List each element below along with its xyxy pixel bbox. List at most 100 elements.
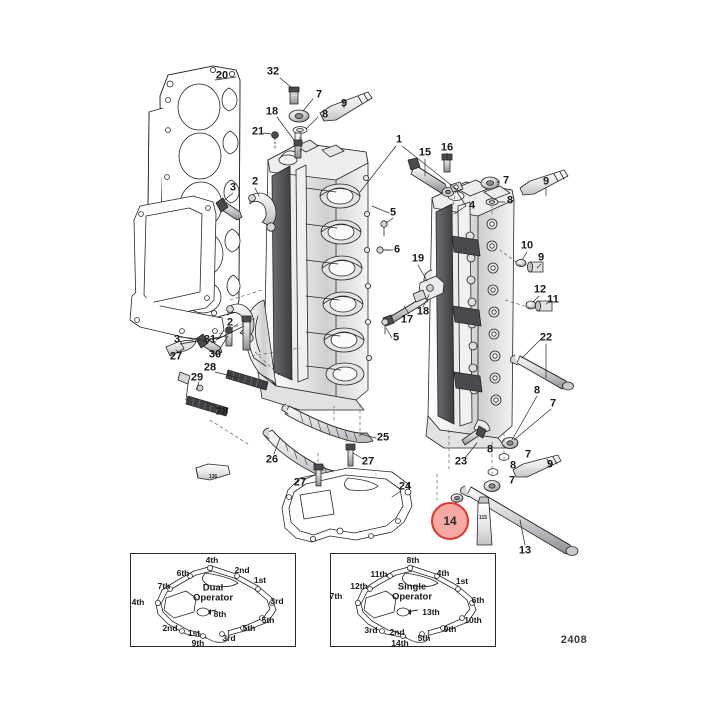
right-manifold-column — [423, 179, 515, 449]
part-25-curved-rail — [281, 403, 374, 443]
dual-operator-ordinal-8th: 8th — [213, 608, 227, 619]
callout-7: 7 — [549, 397, 557, 410]
part-27-bracket — [165, 340, 197, 357]
dual-operator-ordinal-7th: 7th — [157, 580, 171, 591]
part-3-bolt-upper — [215, 197, 243, 221]
callout-9: 9 — [340, 97, 348, 110]
dual-operator-ordinal-9th: 9th — [191, 637, 205, 648]
single-operator-ordinal-11th: 11th — [370, 568, 388, 579]
figure-number: 2408 — [560, 634, 588, 646]
callout-9: 9 — [537, 251, 545, 264]
dual-operator-ordinal-4th: 4th — [205, 554, 219, 565]
callout-23: 23 — [454, 455, 468, 468]
part-9-sealant-tube-top — [319, 91, 373, 122]
callout-32: 32 — [266, 65, 280, 78]
callout-27: 27 — [361, 455, 375, 468]
callout-6: 6 — [393, 243, 401, 256]
callout-20: 20 — [215, 69, 229, 82]
part-22-long-bolt — [510, 354, 574, 391]
callout-27: 27 — [293, 476, 307, 489]
single-operator-ordinal-1st: 1st — [455, 575, 469, 586]
callout-11: 11 — [547, 293, 559, 306]
callout-1: 1 — [395, 133, 403, 146]
callout-15: 15 — [418, 146, 432, 159]
dual-operator-ordinal-3rd: 3rd — [222, 632, 236, 643]
callout-9: 9 — [542, 175, 550, 188]
highlight-marker-part-14[interactable]: 14 — [431, 502, 469, 540]
single-operator-ordinal-7th: 7th — [329, 590, 343, 601]
part-27-bolt-b — [313, 463, 324, 487]
callout-7: 7 — [315, 88, 323, 101]
part-28-knurled-pin-lower — [185, 395, 229, 417]
single-operator-ordinal-6th: 6th — [471, 594, 485, 605]
part-21-nut — [271, 131, 279, 151]
single-operator-ordinal-14th: 14th — [391, 637, 409, 648]
part-2-bracket-upper — [248, 192, 277, 232]
dual-operator-ordinal-1st: 1st — [253, 574, 267, 585]
part-32-sensor — [288, 86, 300, 105]
inset-single-operator-title: Single Operator — [391, 581, 433, 604]
single-operator-ordinal-5th: 5th — [417, 632, 431, 643]
callout-4: 4 — [468, 199, 476, 212]
part-29-retainer — [177, 371, 204, 401]
part-19-linkage-bracket — [412, 275, 445, 303]
part-7-washer-top — [288, 109, 310, 123]
part-31-stud — [241, 315, 252, 351]
callout-10: 10 — [520, 239, 534, 252]
callout-7: 7 — [508, 474, 516, 487]
callout-17: 17 — [400, 313, 414, 326]
callout-8: 8 — [509, 459, 517, 472]
single-operator-ordinal-13th: 13th — [422, 606, 440, 617]
callout-2: 2 — [226, 316, 234, 329]
single-operator-ordinal-3rd: 3rd — [364, 624, 378, 635]
callout-9: 9 — [546, 458, 554, 471]
callout-8: 8 — [486, 443, 494, 456]
part-115-sealant-tube-lower — [476, 496, 493, 546]
inset-dual-title-line1: Dual — [202, 582, 224, 594]
callout-2: 2 — [251, 175, 259, 188]
dual-operator-ordinal-5th: 5th — [242, 622, 256, 633]
inset-single-title-line2: Operator — [391, 592, 433, 603]
callout-18: 18 — [416, 305, 430, 318]
inset-single-operator — [330, 553, 496, 647]
part-1-cylinder-head-assembly — [245, 139, 372, 411]
part-9-sealant-tube-right-upper — [519, 169, 569, 196]
lower-gasket-plate — [129, 195, 225, 342]
part-136-sealant-tube-left — [195, 463, 231, 481]
callout-30: 30 — [208, 348, 222, 361]
part-15-linkage-rod — [407, 157, 455, 197]
dual-operator-gasket-outline — [154, 565, 277, 643]
callout-5: 5 — [392, 331, 400, 344]
dual-operator-ordinal-4th: 4th — [131, 596, 145, 607]
callout-21: 21 — [251, 125, 265, 138]
dual-operator-ordinal-6th: 6th — [176, 567, 190, 578]
callout-3: 3 — [173, 333, 181, 346]
single-operator-ordinal-2nd: 2nd — [389, 626, 405, 637]
callout-24: 24 — [398, 480, 412, 493]
callout-31: 31 — [203, 333, 217, 346]
callout-22: 22 — [539, 331, 553, 344]
tube-label-136: 136 — [208, 474, 218, 480]
dual-operator-ordinal-2nd: 2nd — [162, 622, 178, 633]
callout-12: 12 — [533, 283, 547, 296]
hardware-cluster-upper-right — [441, 153, 500, 206]
callout-25: 25 — [376, 431, 390, 444]
callout-28: 28 — [203, 361, 217, 374]
callout-7: 7 — [502, 174, 510, 187]
callout-27: 27 — [169, 350, 183, 363]
callout-3: 3 — [229, 181, 237, 194]
callout-28: 28 — [215, 405, 229, 418]
callout-16: 16 — [440, 141, 454, 154]
inset-dual-operator — [130, 553, 296, 647]
part-9-sealant-tube-right-lower — [512, 454, 562, 478]
single-operator-ordinal-4th: 4th — [436, 567, 450, 578]
hardware-cluster-right-mid — [515, 258, 553, 312]
inset-single-title-line1: Single — [397, 581, 427, 593]
inset-dual-operator-title: Dual Operator — [193, 582, 233, 605]
callout-5: 5 — [389, 206, 397, 219]
callout-8: 8 — [321, 108, 329, 121]
single-operator-ordinal-10th: 10th — [464, 614, 482, 625]
